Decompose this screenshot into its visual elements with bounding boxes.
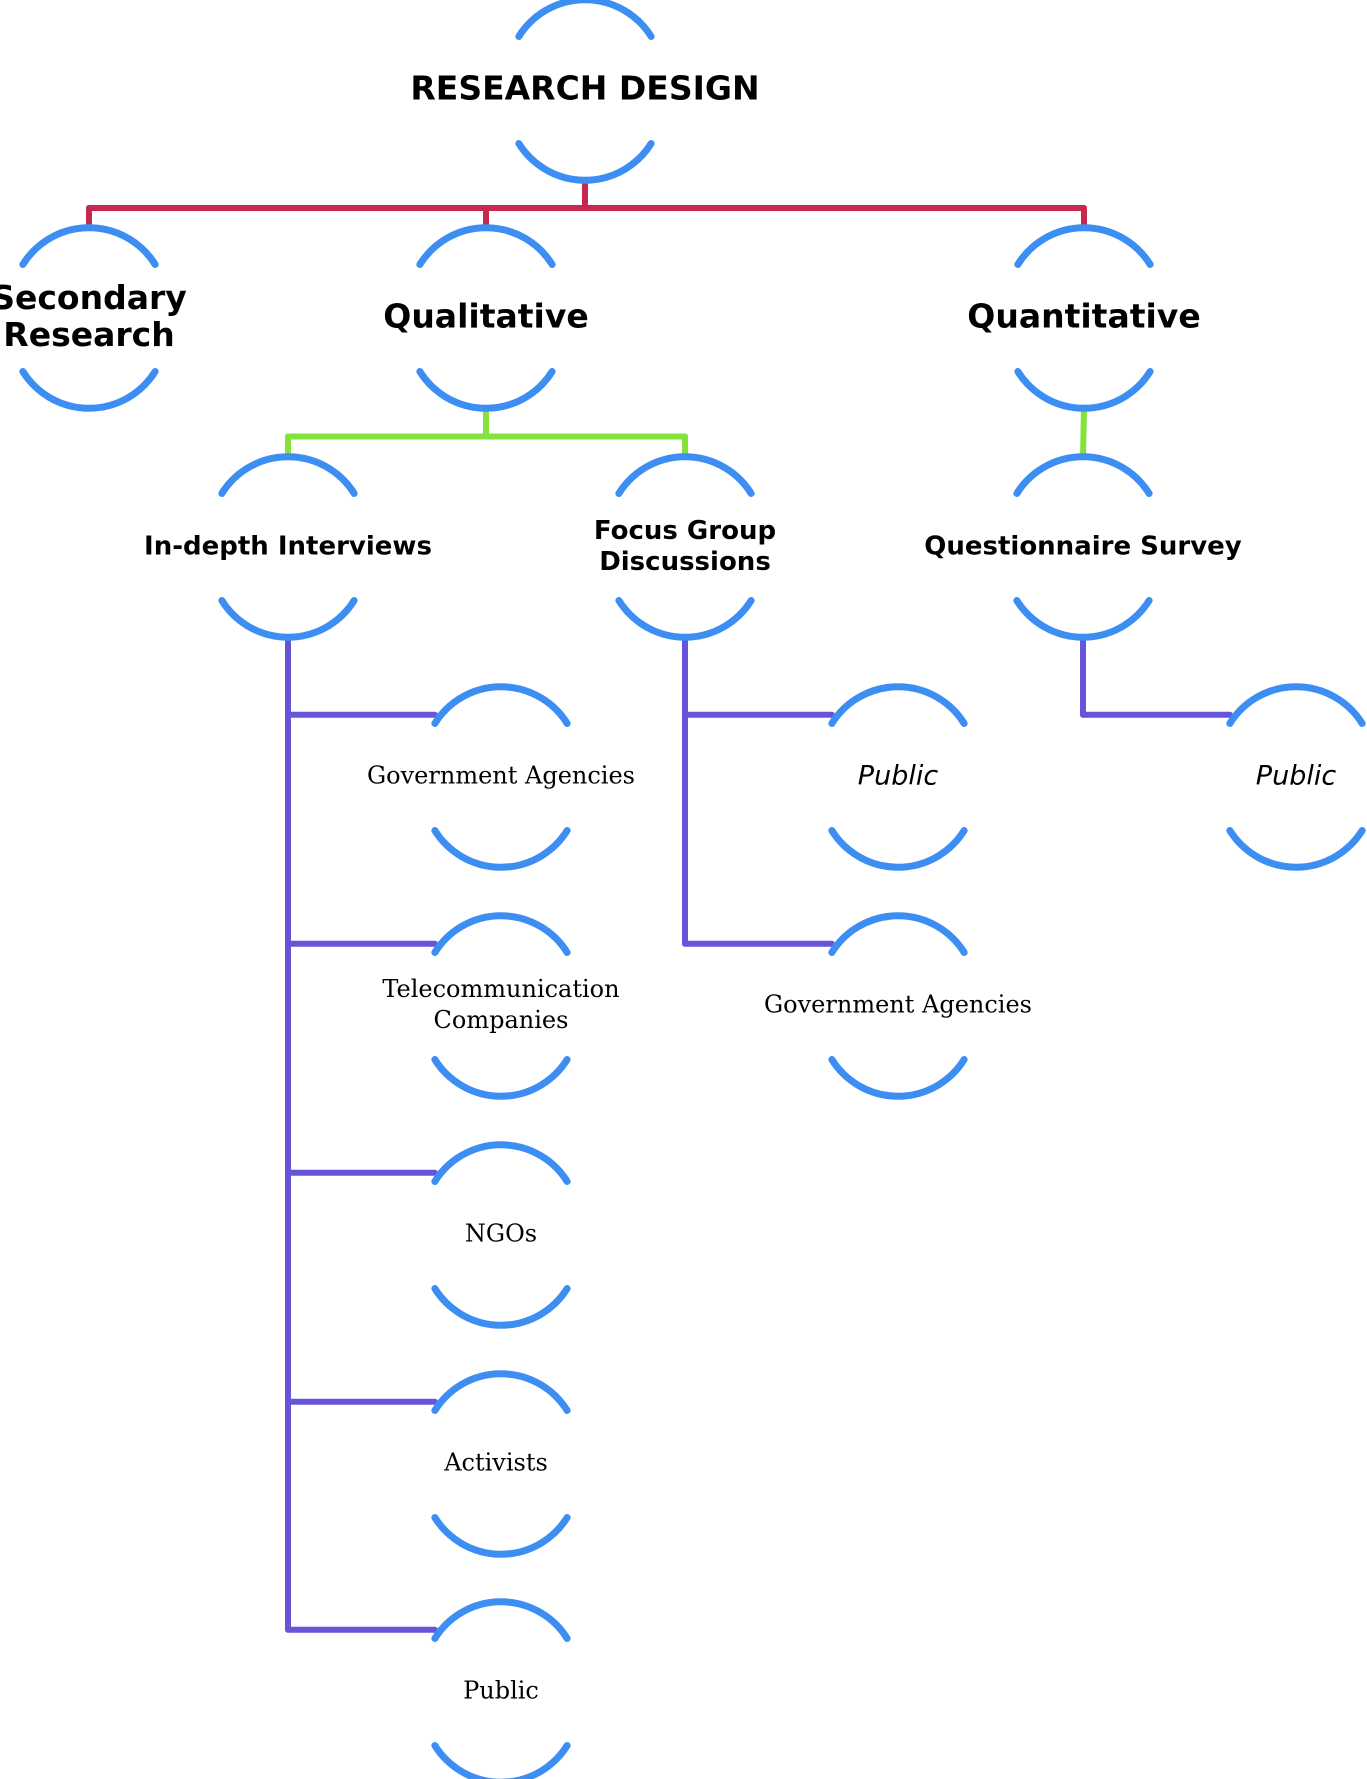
indepth-top-arc	[218, 453, 358, 497]
secondary-label-line-2: Research	[3, 315, 174, 354]
indepth-ngo-bottom-arc	[431, 1285, 571, 1329]
indepth-activists-bottom-arc	[431, 1514, 571, 1558]
questionnaire-label: Questionnaire Survey	[924, 532, 1242, 562]
indepth-gov-top-arc	[431, 683, 571, 727]
indepth-gov-label: Government Agencies	[367, 762, 635, 790]
quantitative-label: Quantitative	[967, 297, 1200, 336]
qualitative-label: Qualitative	[383, 297, 588, 336]
focus-label-line-1: Focus Group	[594, 516, 776, 546]
root-bottom-arc	[515, 140, 655, 184]
indepth-public-bottom-arc	[431, 1742, 571, 1779]
focus-public-bottom-arc	[828, 827, 968, 871]
indepth-ngo-label: NGOs	[465, 1220, 537, 1248]
indepth-activists-label: Activists	[443, 1449, 548, 1477]
indepth-gov-bottom-arc	[431, 827, 571, 871]
secondary-top-arc	[19, 224, 159, 268]
secondary-bottom-arc	[19, 368, 159, 412]
quantitative-top-arc	[1014, 224, 1154, 268]
node-arcs	[19, 0, 1366, 1779]
indepth-bottom-arc	[218, 597, 358, 641]
quantitative-to-questionnaire-connector	[1080, 405, 1087, 460]
indepth-telecom-top-arc	[431, 912, 571, 956]
focus-gov-top-arc	[828, 912, 968, 956]
indepth-public-label: Public	[463, 1677, 539, 1705]
focus-bottom-arc	[615, 597, 755, 641]
indepth-activists-top-arc	[431, 1370, 571, 1414]
indepth-telecom-bottom-arc	[431, 1056, 571, 1100]
quantitative-bottom-arc	[1014, 368, 1154, 412]
indepth-label: In-depth Interviews	[144, 532, 432, 562]
questionnaire-bottom-arc	[1013, 597, 1153, 641]
qualitative-top-arc	[416, 224, 556, 268]
focus-top-arc	[615, 453, 755, 497]
connectors	[86, 177, 1233, 1633]
indepth-telecom-label-line-1: Telecommunication	[382, 975, 619, 1003]
indepth-ngo-top-arc	[431, 1141, 571, 1185]
questionnaire-top-arc	[1013, 453, 1153, 497]
focus-public-top-arc	[828, 683, 968, 727]
focus-label-line-2: Discussions	[599, 547, 771, 577]
root-top-arc	[515, 0, 655, 40]
survey-public-bottom-arc	[1226, 827, 1366, 871]
survey-public-label: Public	[1256, 761, 1337, 792]
qualitative-bottom-arc	[416, 368, 556, 412]
root-label: RESEARCH DESIGN	[410, 69, 759, 108]
focus-gov-bottom-arc	[828, 1056, 968, 1100]
focus-gov-label: Government Agencies	[764, 991, 1032, 1019]
indepth-public-top-arc	[431, 1598, 571, 1642]
indepth-telecom-label-line-2: Companies	[434, 1006, 569, 1034]
focus-public-label: Public	[858, 761, 939, 792]
survey-public-top-arc	[1226, 683, 1366, 727]
secondary-label-line-1: Secondary	[0, 278, 187, 317]
